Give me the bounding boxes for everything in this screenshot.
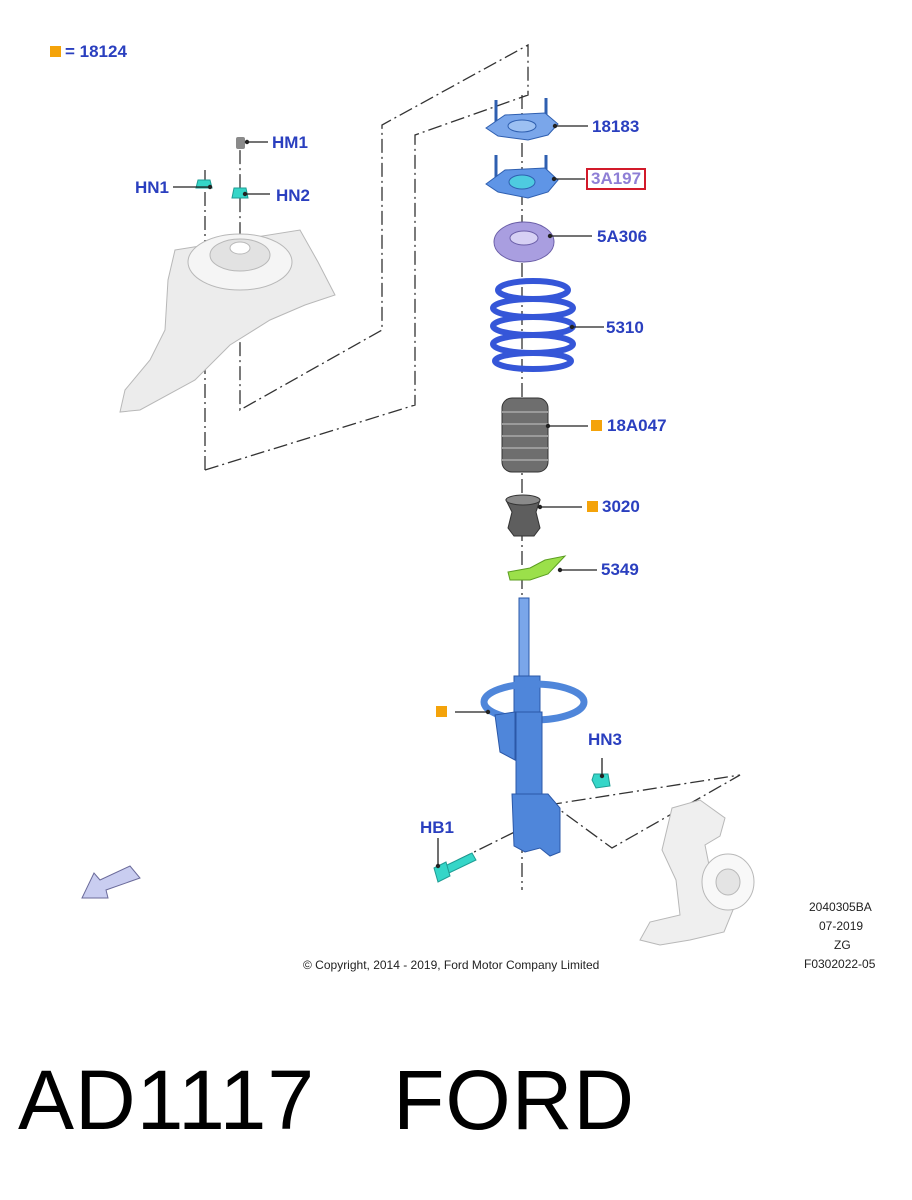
copyright-text: © Copyright, 2014 - 2019, Ford Motor Com… [303, 958, 600, 972]
label-5310: 5310 [606, 318, 644, 337]
label-3020: 3020 [602, 497, 640, 516]
direction-arrow-icon [81, 865, 141, 899]
part-18183-top-mount [485, 98, 559, 141]
label-hb1: HB1 [420, 818, 455, 837]
footer-caption: AD1117 FORD [18, 1052, 635, 1149]
marker-3020 [587, 501, 598, 512]
steering-knuckle [639, 799, 755, 946]
exploded-strut-diagram [81, 43, 755, 946]
marker-strut [436, 706, 447, 717]
legend-text: = 18124 [65, 42, 127, 61]
label-5a306: 5A306 [597, 227, 648, 246]
label-hn3: HN3 [588, 730, 623, 749]
label-hn2: HN2 [276, 186, 311, 205]
label-3a197-highlighted: 3A197 [586, 168, 647, 190]
label-hm1: HM1 [272, 133, 308, 152]
part-3a197-mount [485, 155, 559, 199]
meta-code2: F0302022-05 [804, 957, 876, 971]
meta-date: 07-2019 [819, 919, 864, 933]
part-3020-bump-stop [505, 494, 541, 537]
strut-assembly [480, 597, 588, 857]
legend-swatch [50, 46, 61, 57]
footer-brand: FORD [393, 1053, 636, 1147]
part-5310-coil-spring [490, 278, 576, 372]
label-18183: 18183 [592, 117, 640, 136]
body-tower-mount [119, 229, 336, 413]
part-5349-bracket [507, 555, 567, 581]
hn1-nut [195, 179, 213, 189]
label-hn1: HN1 [135, 178, 170, 197]
label-5349: 5349 [601, 560, 639, 579]
footer-part-number: AD1117 [18, 1053, 316, 1147]
label-18a047: 18A047 [607, 416, 667, 435]
meta-zg: ZG [834, 938, 851, 952]
part-18a047-dust-boot [501, 397, 549, 473]
marker-18a047 [591, 420, 602, 431]
hn3-nut [591, 773, 611, 789]
meta-code1: 2040305BA [809, 900, 872, 914]
hm1-stud [236, 137, 245, 149]
part-5a306-bearing [493, 221, 555, 263]
hb1-bolt [433, 852, 477, 883]
